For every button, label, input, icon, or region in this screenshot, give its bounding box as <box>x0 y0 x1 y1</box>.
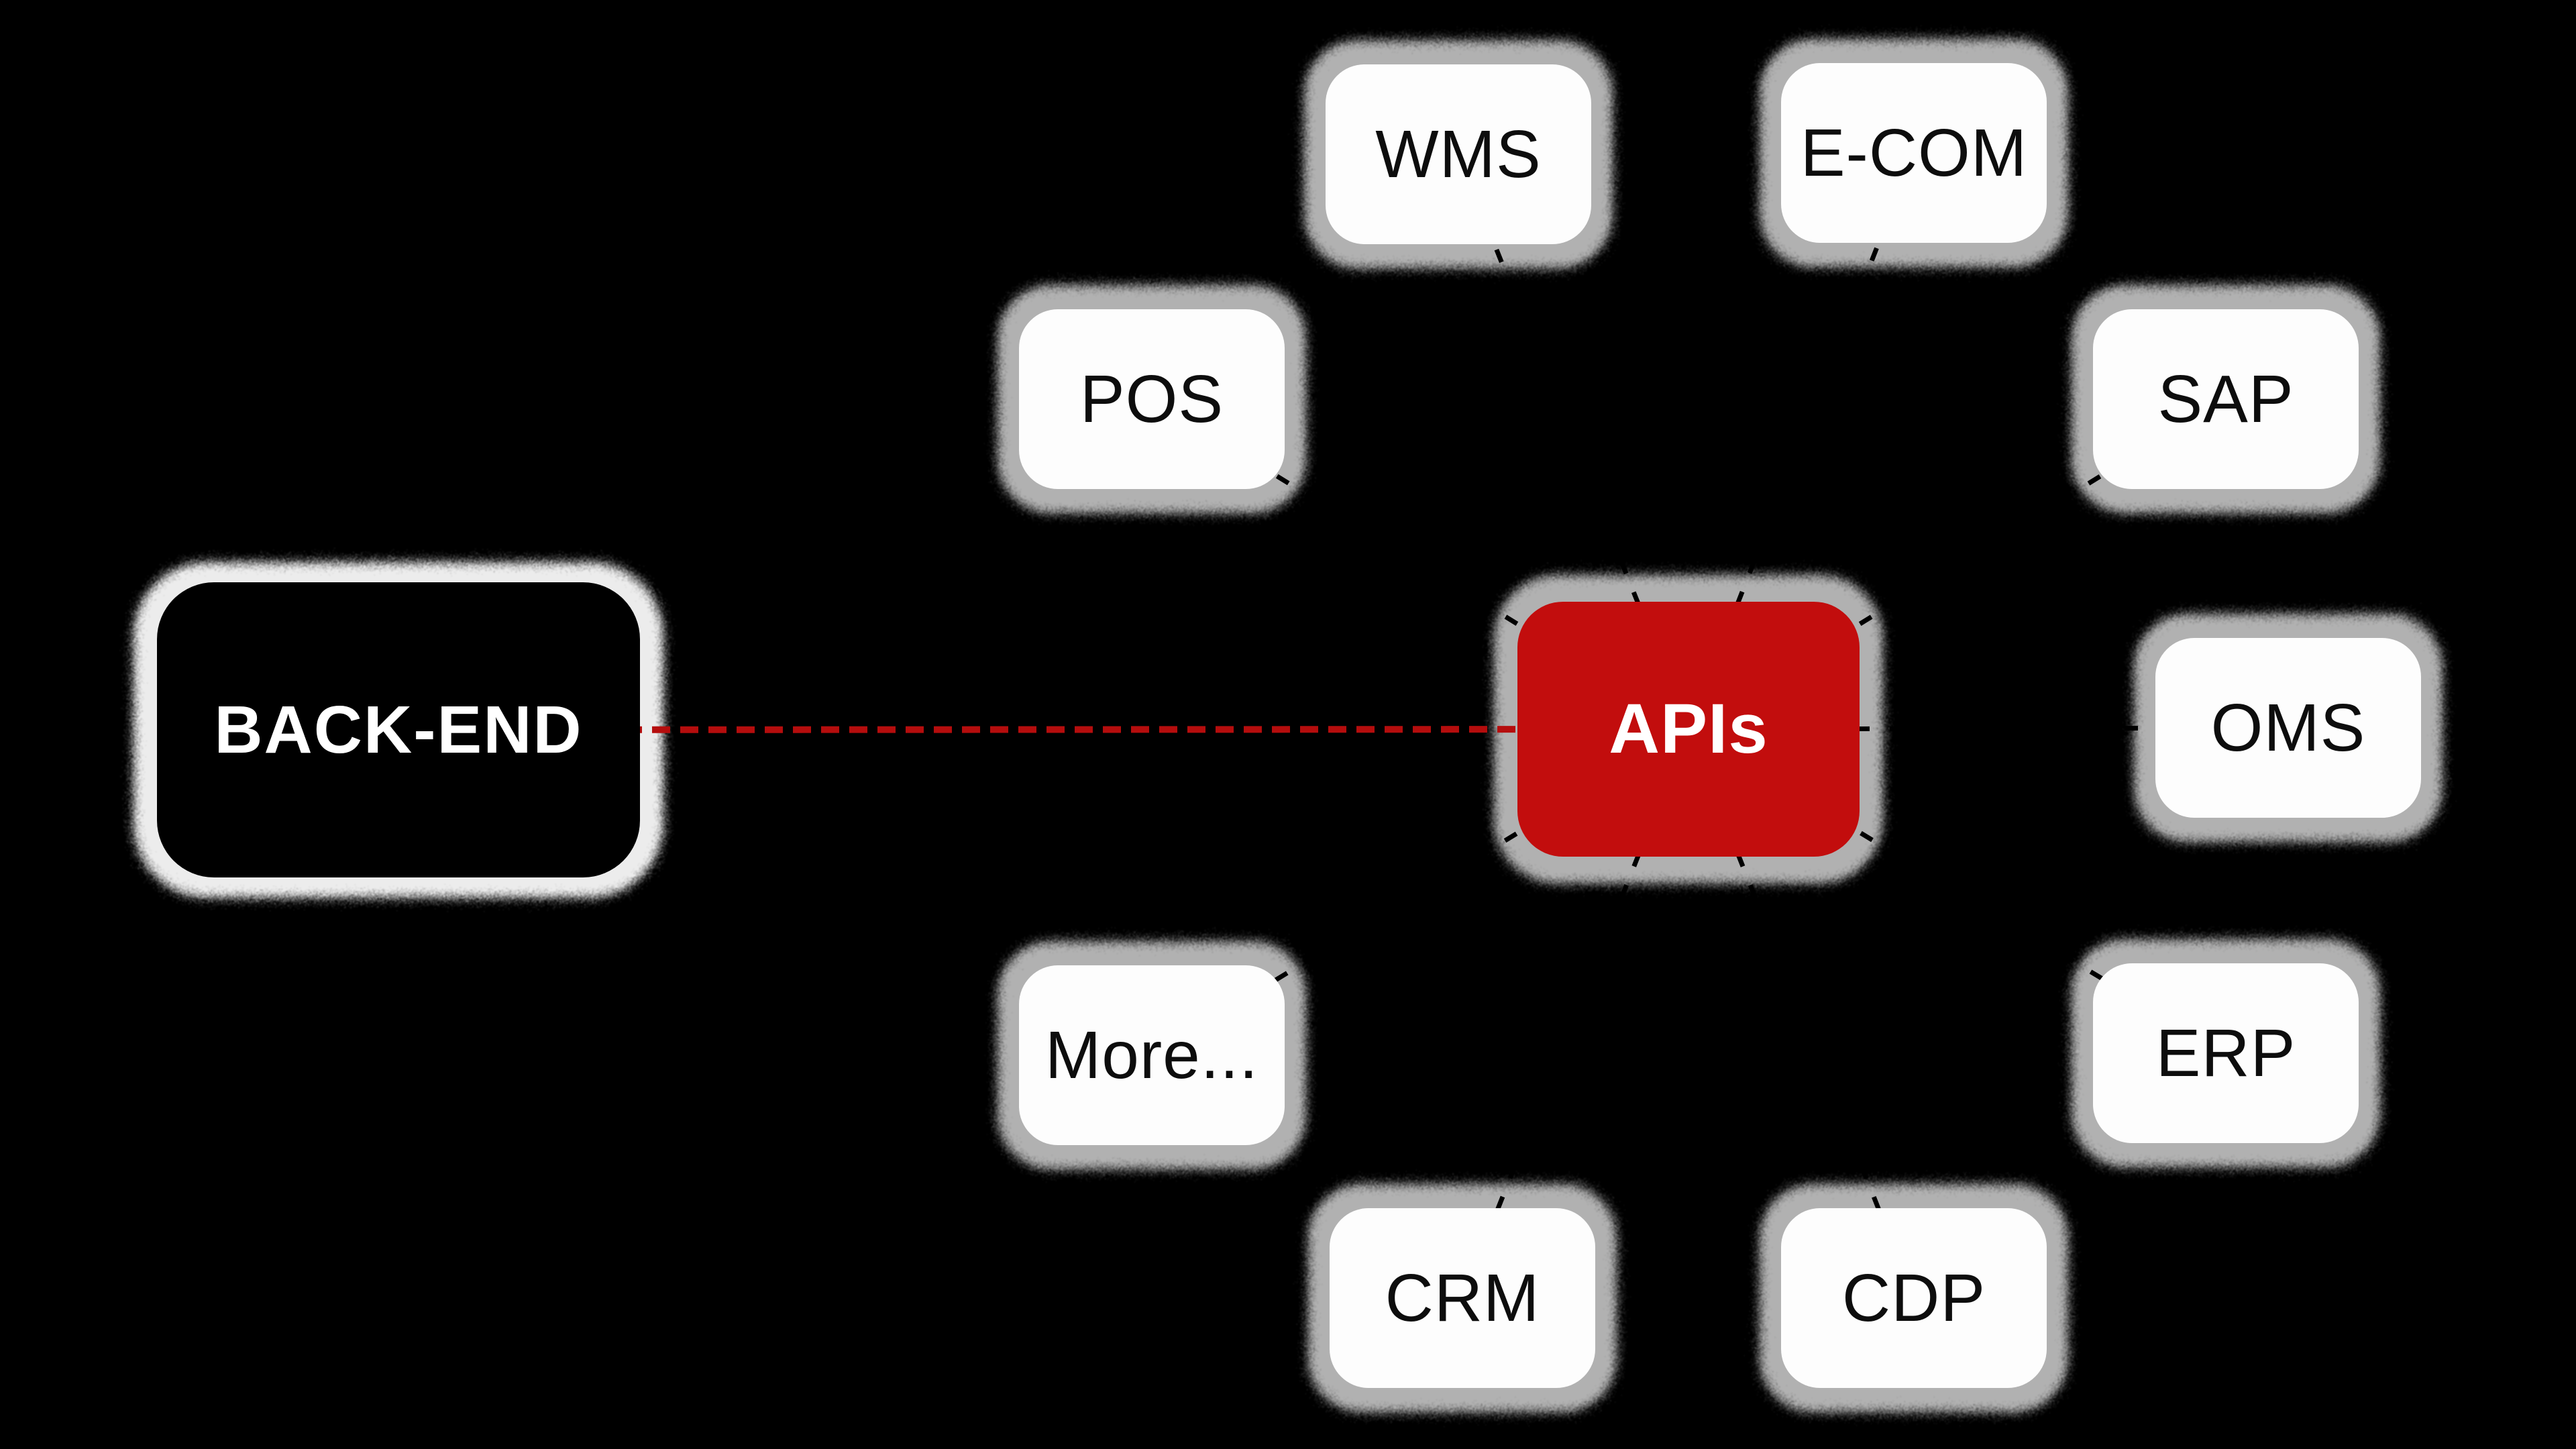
node-e-com: E-COM <box>1781 63 2047 243</box>
node-back-end-label: BACK-END <box>214 692 583 767</box>
node-apis-label: APIs <box>1609 690 1768 768</box>
node-crm: CRM <box>1330 1208 1595 1388</box>
node-e-com-label: E-COM <box>1800 115 2028 191</box>
node-erp-label: ERP <box>2155 1015 2296 1091</box>
node-more-label: More... <box>1044 1017 1259 1093</box>
node-oms-label: OMS <box>2210 690 2366 765</box>
node-more: More... <box>1019 965 1285 1145</box>
node-sap-label: SAP <box>2157 361 2294 437</box>
node-pos-label: POS <box>1079 361 1224 437</box>
node-apis: APIs <box>1517 602 1860 857</box>
node-crm-label: CRM <box>1385 1260 1540 1336</box>
node-back-end: BACK-END <box>157 582 640 877</box>
node-sap: SAP <box>2093 309 2359 489</box>
node-cdp: CDP <box>1781 1208 2047 1388</box>
node-erp: ERP <box>2093 963 2359 1143</box>
node-cdp-label: CDP <box>1841 1260 1986 1336</box>
node-wms-label: WMS <box>1375 116 1542 192</box>
node-wms: WMS <box>1326 64 1591 244</box>
node-pos: POS <box>1019 309 1285 489</box>
node-oms: OMS <box>2155 638 2421 818</box>
